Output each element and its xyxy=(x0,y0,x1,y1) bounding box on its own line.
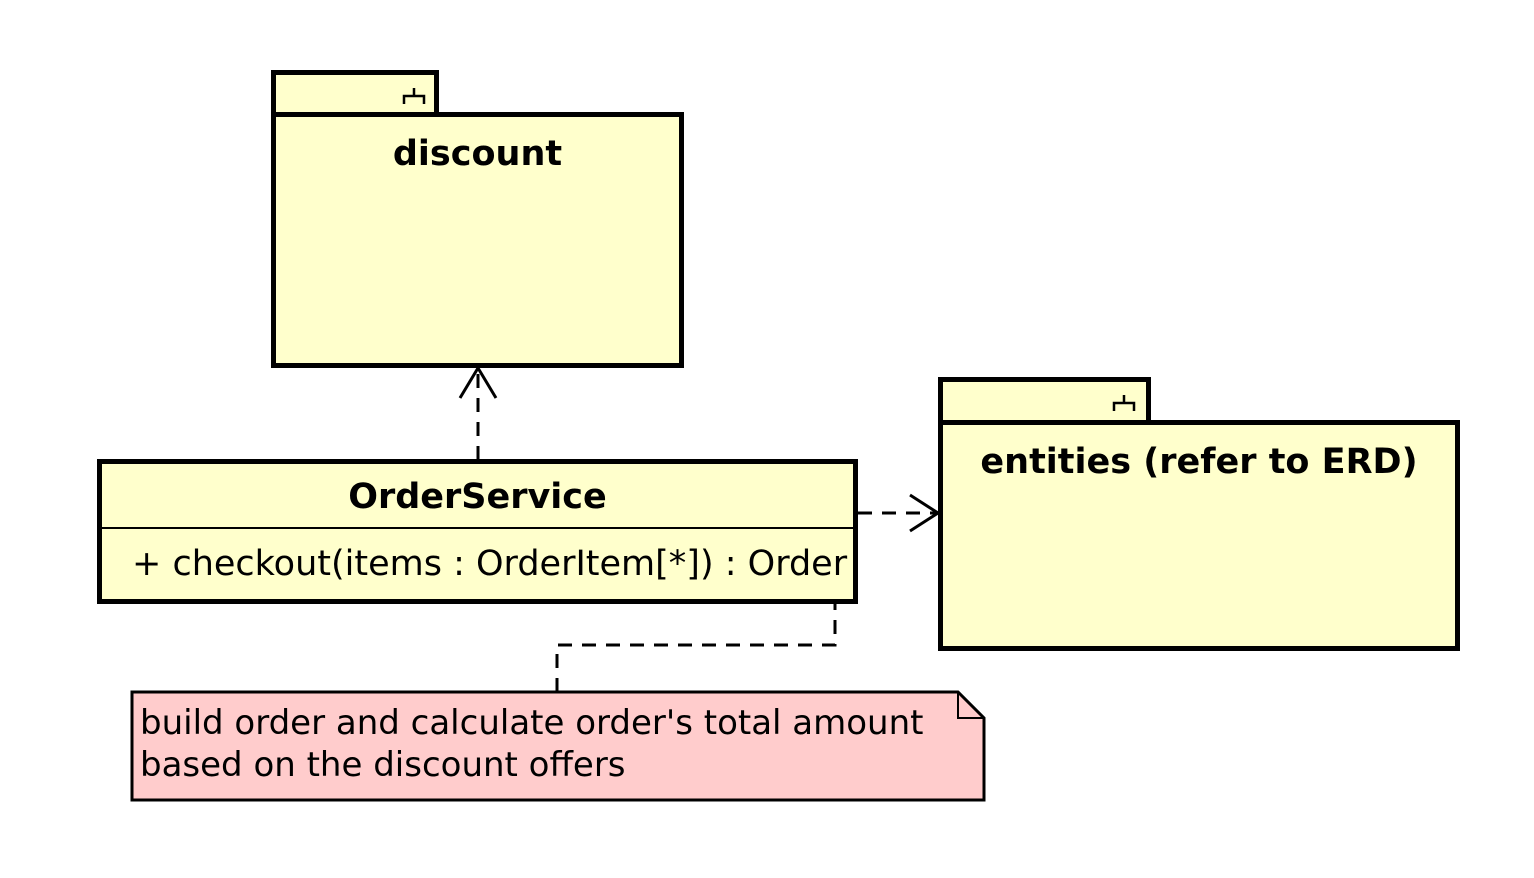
class-name: OrderService xyxy=(348,477,607,517)
class-operation-checkout[interactable]: + checkout(items : OrderItem[*]) : Order xyxy=(132,544,848,584)
note-shape xyxy=(130,690,986,802)
package-icon xyxy=(1112,395,1136,411)
package-entities[interactable]: entities (refer to ERD) xyxy=(938,420,1460,651)
dependency-arrowhead-discount xyxy=(458,365,498,399)
package-name-discount: discount xyxy=(392,134,563,174)
package-tab-discount xyxy=(271,70,439,117)
note-line-2: based on the discount offers xyxy=(140,745,626,785)
package-discount[interactable]: discount xyxy=(271,112,684,368)
package-icon xyxy=(402,88,426,104)
note[interactable]: build order and calculate order's total … xyxy=(140,702,923,786)
note-line-1: build order and calculate order's total … xyxy=(140,703,924,743)
package-name-entities: entities (refer to ERD) xyxy=(980,442,1418,482)
class-order-service[interactable]: OrderService + checkout(items : OrderIte… xyxy=(97,459,858,604)
note-fold xyxy=(957,692,984,719)
note-anchor-line xyxy=(555,565,837,692)
class-compartment-divider xyxy=(102,527,853,529)
package-tab-entities xyxy=(938,377,1151,425)
